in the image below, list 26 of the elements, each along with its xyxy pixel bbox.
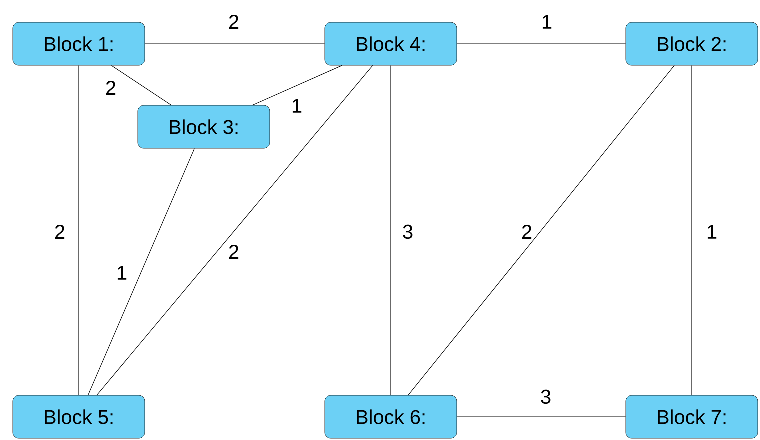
edge-label: 2 bbox=[227, 14, 241, 30]
edge-line bbox=[78, 65, 80, 396]
edge-line bbox=[456, 416, 626, 418]
edge-label: 1 bbox=[115, 265, 129, 281]
edge-line bbox=[390, 65, 392, 396]
block-box: Block 1: bbox=[12, 22, 146, 66]
edge-label: 1 bbox=[290, 98, 304, 114]
edge-label: 3 bbox=[401, 224, 415, 240]
edge-line bbox=[111, 65, 172, 106]
block-box: Block 5: bbox=[12, 395, 146, 439]
edge-line bbox=[408, 65, 675, 396]
edge-line bbox=[252, 65, 342, 106]
block-box: Block 7: bbox=[626, 395, 758, 439]
block-box: Block 2: bbox=[626, 22, 758, 66]
block-box: Block 4: bbox=[324, 22, 458, 66]
edge-label: 3 bbox=[539, 388, 553, 406]
block-box: Block 3: bbox=[138, 105, 270, 149]
edge-label: 1 bbox=[705, 224, 719, 240]
edge-label: 2 bbox=[520, 224, 534, 240]
edge-line bbox=[88, 148, 195, 396]
edge-label: 2 bbox=[53, 224, 67, 240]
edge-line bbox=[96, 65, 374, 396]
edge-label: 1 bbox=[540, 14, 554, 30]
edge-label: 2 bbox=[227, 244, 241, 260]
block-box: Block 6: bbox=[324, 395, 458, 439]
edge-label: 2 bbox=[104, 80, 118, 96]
